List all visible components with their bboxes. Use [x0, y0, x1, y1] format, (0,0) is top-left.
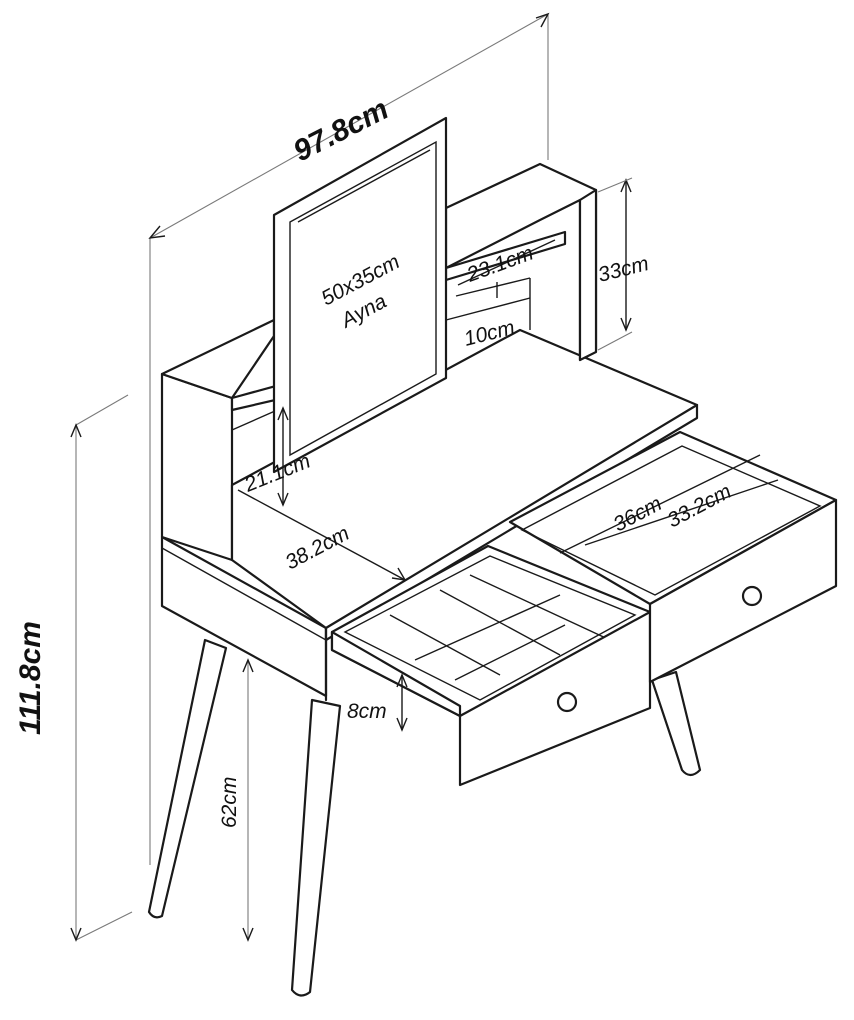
- label-shelf-unit-height: 33cm: [596, 252, 651, 287]
- right-shelf-unit: [444, 162, 598, 362]
- label-height-total: 111.8cm: [14, 621, 47, 735]
- legs: [147, 638, 702, 997]
- label-drawer-depth: 8cm: [347, 700, 387, 723]
- right-drawer: [508, 430, 838, 684]
- mirror: [272, 116, 448, 474]
- width-dimension: [148, 12, 550, 865]
- left-cabinet: [160, 318, 328, 698]
- label-leg-height: 62cm: [218, 777, 241, 828]
- height-dimension: [70, 394, 133, 942]
- left-drawer: [330, 544, 652, 787]
- small-dimensions: [237, 177, 779, 942]
